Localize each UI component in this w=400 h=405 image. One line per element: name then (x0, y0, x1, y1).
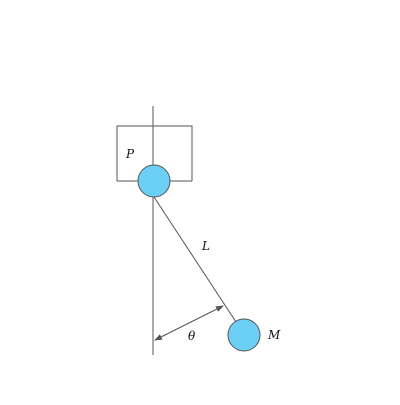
pivot-ball (137, 164, 171, 198)
support-frame (116, 125, 193, 181)
pendulum-rod (153, 196, 237, 323)
mass-label: M (267, 328, 281, 342)
angle-arrow (154, 305, 224, 341)
pivot-label: P (125, 147, 135, 161)
angle-label: θ (188, 329, 196, 343)
mass-ball (227, 318, 261, 352)
length-label: L (201, 239, 210, 253)
